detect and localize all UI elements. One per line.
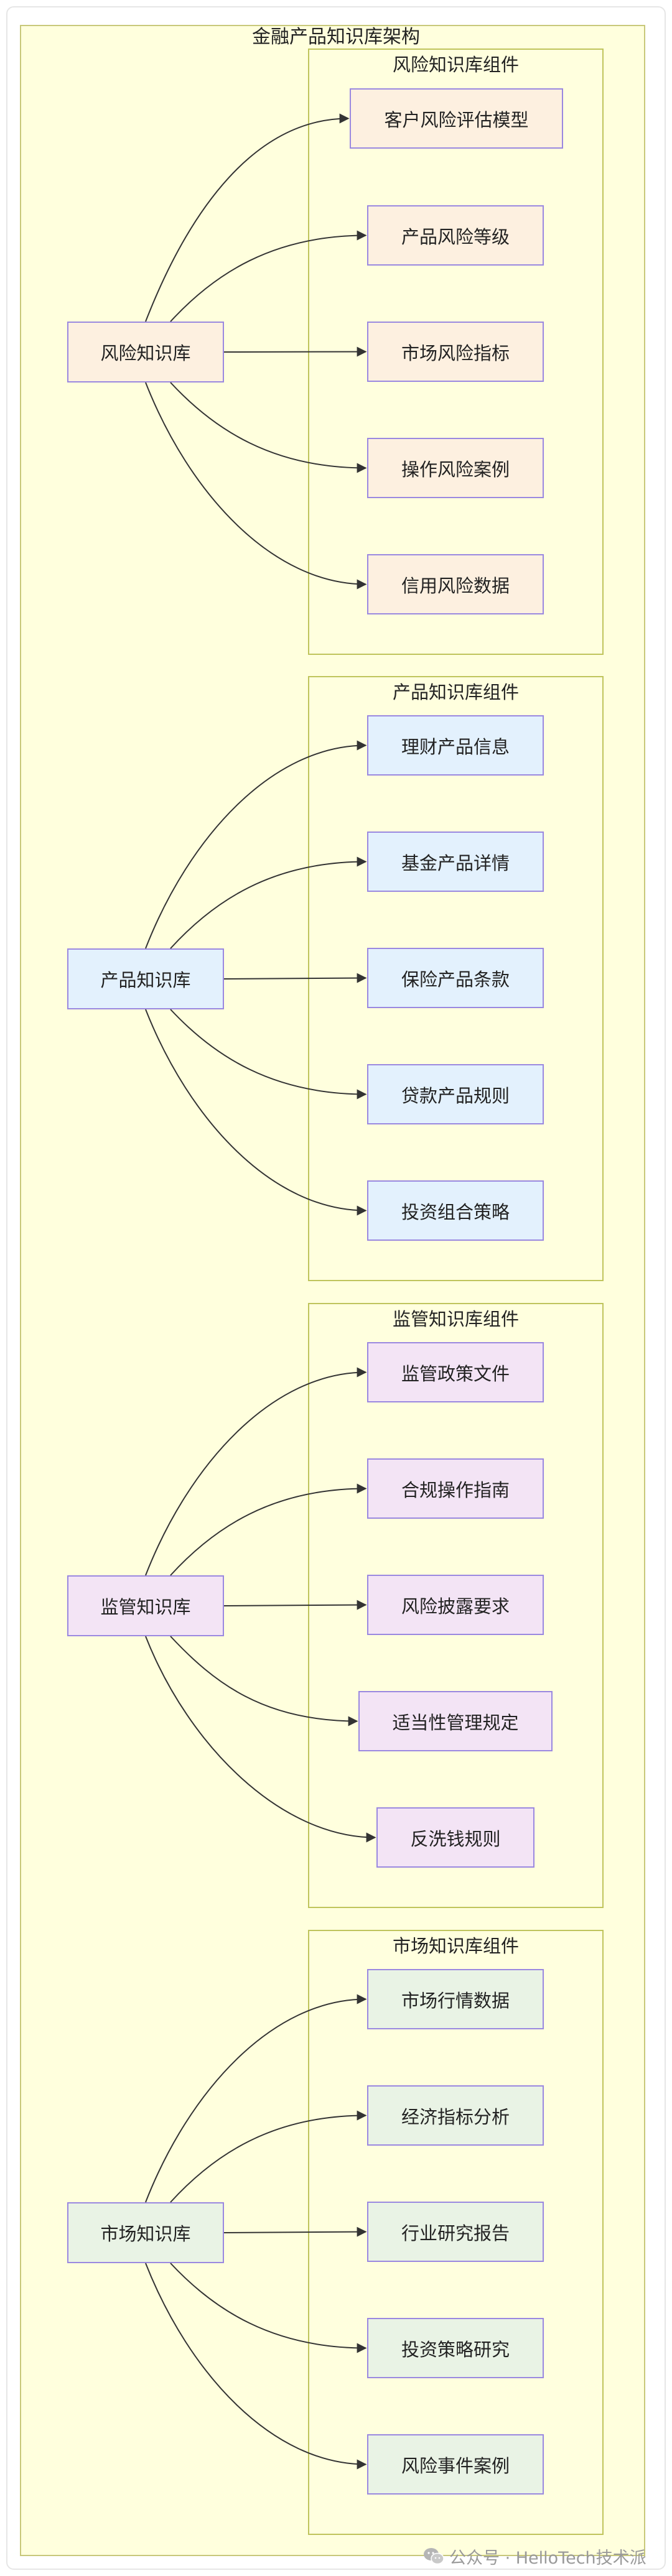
node-product-item-1[interactable]: 理财产品信息 xyxy=(367,715,544,776)
node-regulation-item-2[interactable]: 合规操作指南 xyxy=(367,1458,544,1519)
edge-market-to-item-5 xyxy=(145,2263,367,2470)
node-risk-item-4[interactable]: 操作风险案例 xyxy=(367,438,544,498)
group-title-product: 产品知识库组件 xyxy=(392,682,519,703)
node-market-item-3[interactable]: 行业研究报告 xyxy=(367,2202,544,2262)
node-product-item-5[interactable]: 投资组合策略 xyxy=(367,1180,544,1241)
edge-market-to-item-2 xyxy=(170,2110,367,2203)
edge-regulation-to-item-4 xyxy=(170,1636,358,1726)
edge-market-to-item-1 xyxy=(145,1994,367,2203)
edge-product-to-item-3 xyxy=(223,973,367,983)
node-risk-item-5[interactable]: 信用风险数据 xyxy=(367,554,544,614)
group-title-market: 市场知识库组件 xyxy=(392,1935,519,1957)
hub-risk-knowledge-base[interactable]: 风险知识库 xyxy=(67,322,224,382)
node-market-item-1[interactable]: 市场行情数据 xyxy=(367,1969,544,2029)
node-regulation-item-5[interactable]: 反洗钱规则 xyxy=(376,1807,534,1868)
node-risk-item-2[interactable]: 产品风险等级 xyxy=(367,205,544,266)
node-product-item-3[interactable]: 保险产品条款 xyxy=(367,948,544,1008)
edge-product-to-item-4 xyxy=(170,1009,367,1100)
group-title-regulation: 监管知识库组件 xyxy=(392,1309,519,1330)
edge-risk-to-item-2 xyxy=(170,230,367,322)
diagram-title: 金融产品知识库架构 xyxy=(252,26,420,48)
node-product-item-2[interactable]: 基金产品详情 xyxy=(367,832,544,892)
edge-risk-to-item-3 xyxy=(223,346,367,357)
watermark: 公众号 · HelloTech技术派 xyxy=(423,2544,646,2569)
group-title-risk: 风险知识库组件 xyxy=(392,54,519,75)
watermark-text: 公众号 · HelloTech技术派 xyxy=(449,2548,646,2568)
hub-product-knowledge-base[interactable]: 产品知识库 xyxy=(67,948,224,1009)
edge-product-to-item-5 xyxy=(145,1009,367,1216)
node-product-item-4[interactable]: 贷款产品规则 xyxy=(367,1064,544,1124)
hub-market-knowledge-base[interactable]: 市场知识库 xyxy=(67,2202,224,2263)
node-market-item-5[interactable]: 风险事件案例 xyxy=(367,2434,544,2495)
hub-regulation-knowledge-base[interactable]: 监管知识库 xyxy=(67,1575,224,1636)
wechat-icon xyxy=(424,2548,444,2565)
edge-product-to-item-2 xyxy=(170,856,367,949)
node-risk-item-1[interactable]: 客户风险评估模型 xyxy=(350,88,563,149)
node-market-item-2[interactable]: 经济指标分析 xyxy=(367,2085,544,2146)
node-risk-item-3[interactable]: 市场风险指标 xyxy=(367,322,544,382)
edge-risk-to-item-1 xyxy=(145,113,350,322)
edge-regulation-to-item-1 xyxy=(145,1367,367,1576)
node-market-item-4[interactable]: 投资策略研究 xyxy=(367,2318,544,2378)
edge-market-to-item-4 xyxy=(170,2263,367,2353)
node-regulation-item-4[interactable]: 适当性管理规定 xyxy=(358,1691,553,1751)
node-regulation-item-3[interactable]: 风险披露要求 xyxy=(367,1575,544,1635)
edge-regulation-to-item-3 xyxy=(223,1600,367,1610)
edge-regulation-to-item-2 xyxy=(170,1483,367,1576)
edge-market-to-item-3 xyxy=(223,2226,367,2237)
edge-product-to-item-1 xyxy=(145,740,367,949)
edge-risk-to-item-5 xyxy=(145,382,367,590)
edge-regulation-to-item-5 xyxy=(145,1636,376,1843)
edge-risk-to-item-4 xyxy=(170,382,367,473)
node-regulation-item-1[interactable]: 监管政策文件 xyxy=(367,1342,544,1402)
